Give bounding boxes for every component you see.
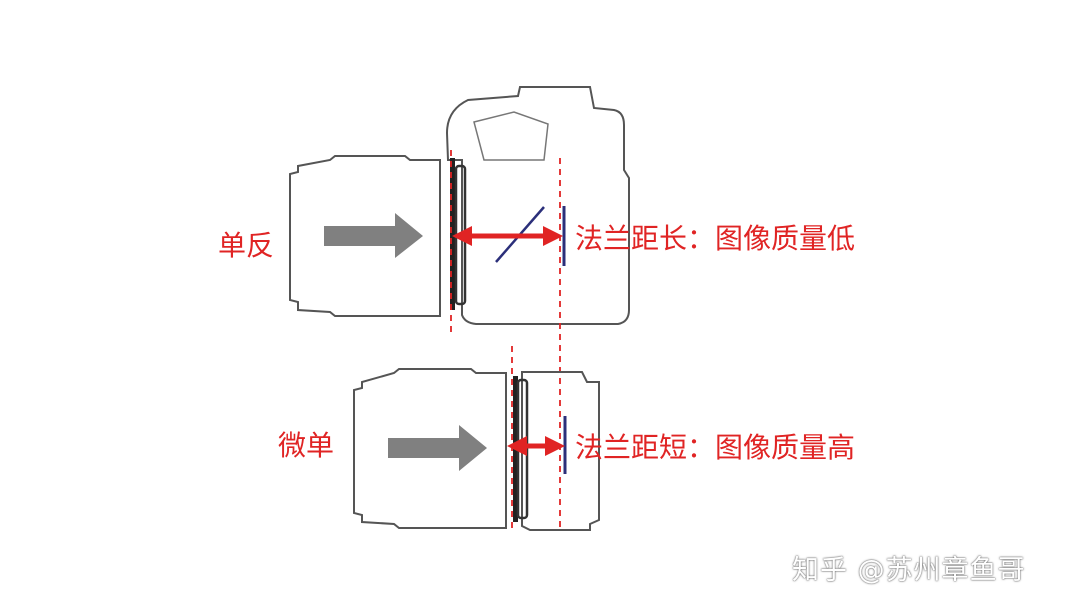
mirrorless-light-direction-arrow	[388, 425, 487, 471]
mirrorless-lens-mount	[513, 376, 529, 522]
slr-caption: 法兰距长：图像质量低	[575, 222, 856, 255]
slr-viewfinder-prism	[473, 111, 549, 161]
mirrorless-caption: 法兰距短：图像质量高	[575, 431, 856, 464]
slr-light-direction-arrow	[324, 213, 423, 258]
watermark: 知乎 @苏州章鱼哥	[792, 555, 1026, 586]
mirrorless-camera-body	[521, 371, 600, 531]
slr-camera-body	[445, 86, 630, 325]
mirrorless-lens-barrel	[353, 368, 507, 529]
mirrorless-label: 微单	[278, 429, 335, 462]
slr-label: 单反	[218, 229, 275, 262]
slr-lens-barrel	[289, 155, 441, 317]
